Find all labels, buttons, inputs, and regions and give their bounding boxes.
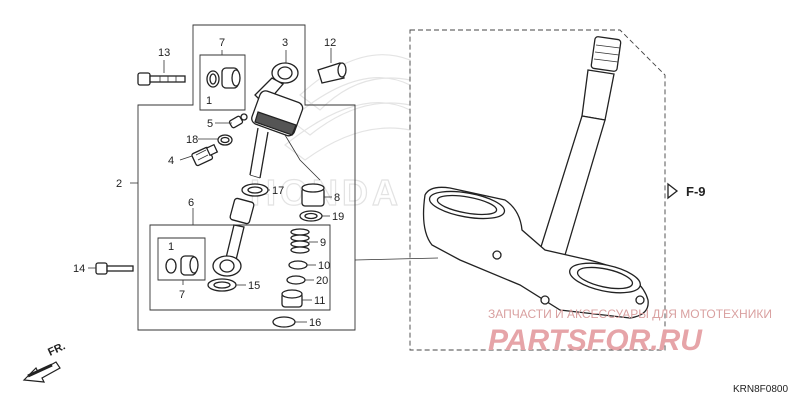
callout-2: 2 <box>116 178 122 190</box>
upper-parts <box>137 62 347 181</box>
watermark-logo: PARTSFOR.RU <box>488 324 703 357</box>
grease-fitting-5 <box>228 113 248 129</box>
watermark-caption: ЗАПЧАСТИ И АКСЕССУАРЫ ДЛЯ МОТОТЕХНИКИ <box>488 307 772 321</box>
clip-16 <box>272 316 296 328</box>
callout-19: 19 <box>332 211 344 223</box>
o-ring-20 <box>286 275 306 285</box>
callout-13: 13 <box>158 47 170 59</box>
callout-5: 5 <box>207 118 213 130</box>
collar-8 <box>301 183 325 207</box>
bolt-14 <box>95 262 134 275</box>
bushing-1-lower <box>165 258 177 274</box>
callout-8: 8 <box>334 192 340 204</box>
o-ring-10 <box>288 260 308 270</box>
callout-7-lower: 7 <box>179 289 185 301</box>
front-arrow-icon <box>22 361 61 383</box>
callout-10: 10 <box>318 260 330 272</box>
bushing-set-frame-upper <box>199 54 246 111</box>
callout-17: 17 <box>272 185 284 197</box>
damper-rod-6 <box>212 197 255 277</box>
callout-20: 20 <box>316 275 328 287</box>
front-label: FR. <box>46 340 67 358</box>
callout-11: 11 <box>314 295 325 307</box>
pivot-eye-3 <box>251 62 304 137</box>
callout-9: 9 <box>320 237 326 249</box>
callout-labels: 13 7 1 3 12 5 18 4 2 17 8 6 19 9 1 10 14… <box>73 37 344 329</box>
callout-leaders <box>88 48 332 323</box>
bolt-13 <box>137 72 186 86</box>
spring-9 <box>290 228 310 254</box>
callout-4: 4 <box>168 155 174 167</box>
group-frames <box>130 24 356 331</box>
callout-18: 18 <box>186 134 198 146</box>
front-direction: FR. <box>22 340 67 383</box>
callout-7-upper: 7 <box>219 37 225 49</box>
reference-arrow-icon <box>667 182 679 200</box>
valve-4 <box>191 143 219 167</box>
callout-1-upper: 1 <box>206 95 212 107</box>
reference-label: F-9 <box>686 184 706 199</box>
site-watermark: ЗАПЧАСТИ И АКСЕССУАРЫ ДЛЯ МОТОТЕХНИКИ PA… <box>488 307 772 357</box>
callout-15: 15 <box>248 280 260 292</box>
lower-parts <box>95 183 439 328</box>
callout-12: 12 <box>324 37 336 49</box>
cap-12 <box>317 62 347 84</box>
diagram-code: KRN8F0800 <box>733 384 788 395</box>
bushing-set-frame-lower <box>157 237 206 281</box>
callout-1-lower: 1 <box>168 241 174 253</box>
callout-14: 14 <box>73 263 85 275</box>
nut-11 <box>281 289 303 308</box>
stem-region-frame <box>409 29 666 351</box>
stem-assembly-frame <box>137 24 356 331</box>
reference-f9: F-9 <box>667 182 706 200</box>
pivot-subassembly-frame <box>149 224 331 311</box>
callout-6: 6 <box>188 197 194 209</box>
callout-16: 16 <box>309 317 321 329</box>
callout-3: 3 <box>282 37 288 49</box>
steering-stem-triple-clamp <box>409 29 666 351</box>
